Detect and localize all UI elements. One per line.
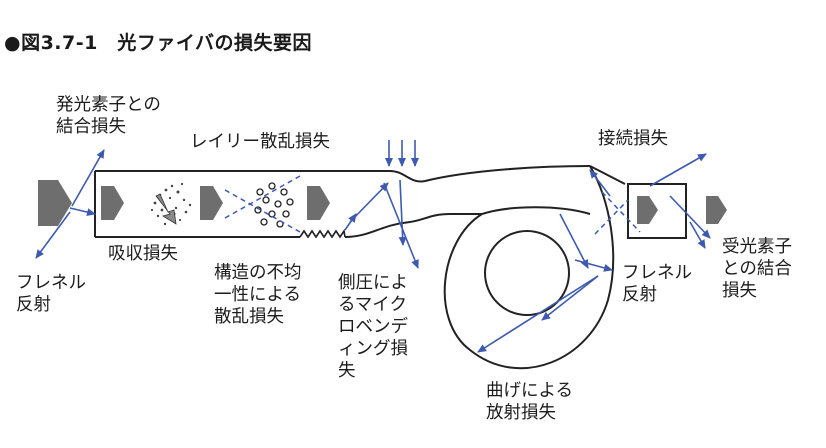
label-fresnel-right: フレネル 反射 (622, 263, 692, 305)
absorption-particles (150, 182, 192, 226)
fiber-outline (94, 165, 626, 370)
label-rayleigh: レイリー散乱損失 (190, 132, 330, 152)
label-emitter-coupling: 発光素子との 結合損失 (56, 95, 161, 137)
label-fresnel-left: フレネル 反射 (16, 273, 86, 315)
microbend-zigzag (299, 228, 346, 239)
scatter-rays (224, 175, 641, 235)
loss-arrows (35, 140, 711, 353)
label-splice: 接続損失 (598, 129, 668, 149)
label-bending: 曲げによる 放射損失 (486, 381, 573, 423)
label-absorption: 吸収損失 (108, 244, 178, 264)
label-microbend: 側圧によ るマイク ロベンデ ィング損 失 (338, 273, 408, 381)
light-arrows (38, 180, 727, 226)
label-receiver-coupling: 受光素子 との結合 損失 (722, 237, 792, 301)
scatter-circles (254, 182, 294, 228)
label-structure: 構造の不均 一性による 散乱損失 (214, 263, 302, 327)
figure-title: ●図3.7-1 光ファイバの損失要因 (4, 32, 312, 54)
